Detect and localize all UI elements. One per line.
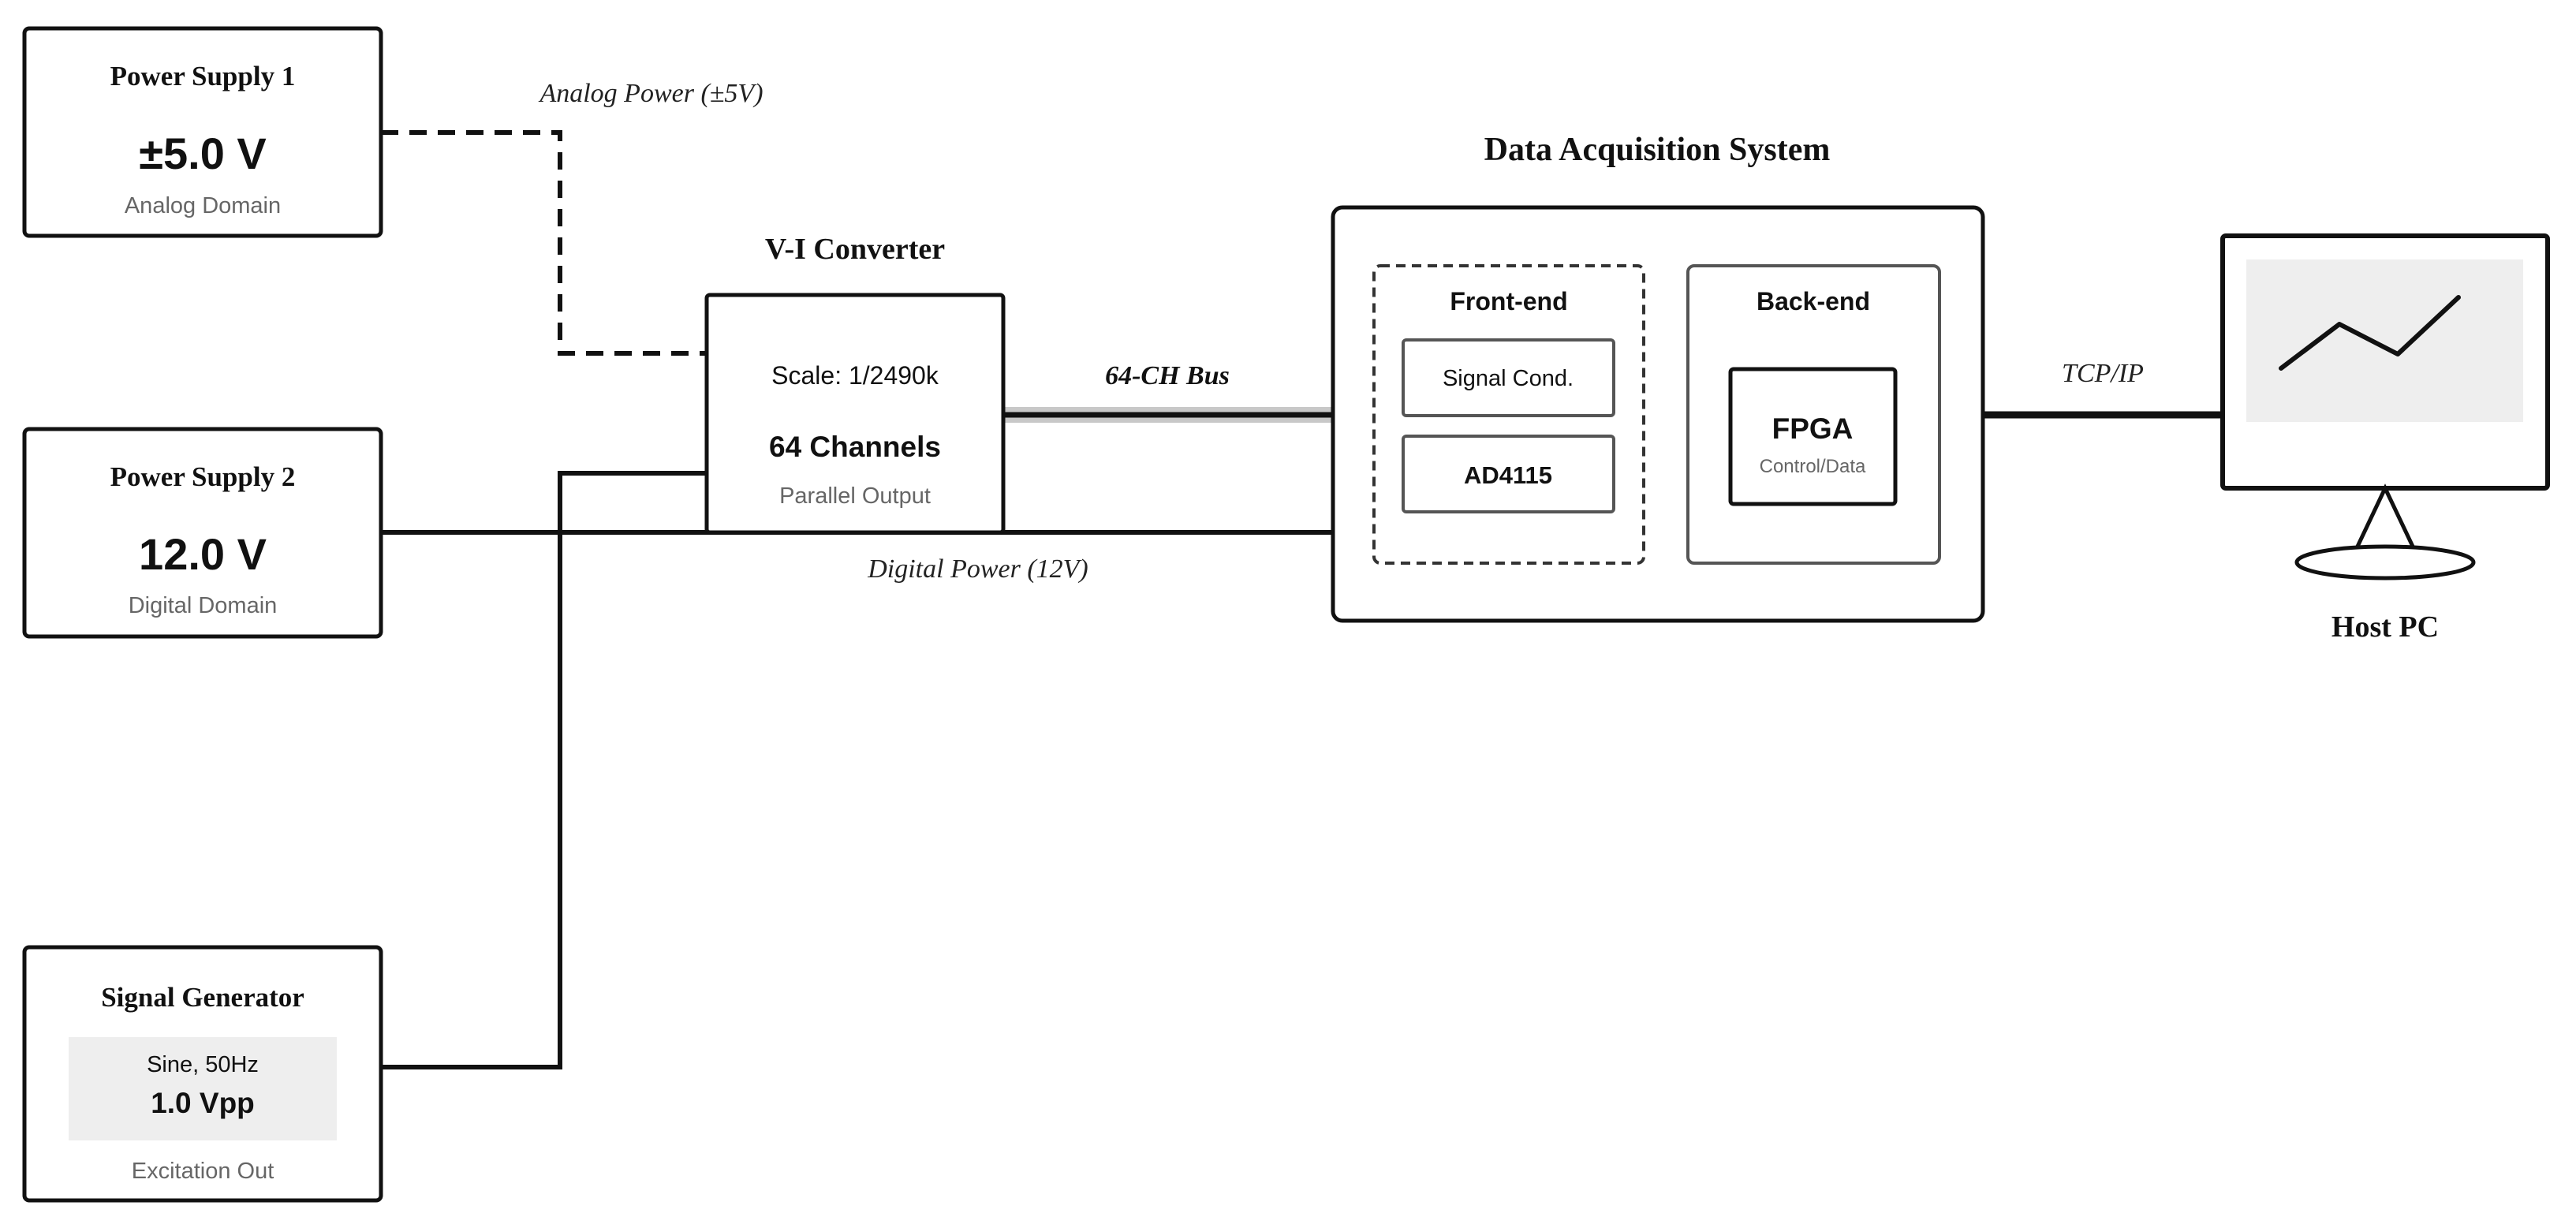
fpga-box xyxy=(1728,367,1898,506)
host-pc: Host PC xyxy=(2220,233,2550,644)
frontend: Front-end Signal Cond. AD4115 xyxy=(1372,264,1645,565)
vi-converter-scale: Scale: 1/2490k xyxy=(771,361,939,390)
backend: Back-end FPGA Control/Data xyxy=(1686,264,1941,565)
monitor-stand xyxy=(2353,483,2417,552)
signal-generator-amplitude: 1.0 Vpp xyxy=(151,1087,255,1119)
fpga-sublabel: Control/Data xyxy=(1760,456,1866,477)
signal-cond-box xyxy=(1402,338,1615,417)
analog-power-label: Analog Power (±5V) xyxy=(538,79,763,108)
adc-box xyxy=(1402,435,1615,513)
frontend-title: Front-end xyxy=(1450,287,1567,315)
monitor-screen xyxy=(2246,259,2523,422)
power-supply-1-box xyxy=(22,26,383,238)
vi-converter-output: Parallel Output xyxy=(779,483,931,509)
excitation-wire xyxy=(381,471,707,1069)
power-supply-2: Power Supply 2 12.0 V Digital Domain xyxy=(22,427,383,639)
backend-title: Back-end xyxy=(1757,287,1870,315)
power-supply-1-value: ±5.0 V xyxy=(139,129,267,178)
monitor-base xyxy=(2294,544,2476,580)
fpga-label: FPGA xyxy=(1772,412,1854,445)
signal-generator-title: Signal Generator xyxy=(101,982,304,1013)
tcp-label: TCP/IP xyxy=(2062,359,2144,388)
signal-generator-output: Excitation Out xyxy=(132,1159,274,1184)
power-supply-2-domain: Digital Domain xyxy=(129,593,278,618)
line-chart-icon xyxy=(2279,295,2461,371)
signal-cond-label: Signal Cond. xyxy=(1443,366,1574,391)
signal-generator-waveform: Sine, 50Hz xyxy=(147,1052,259,1077)
monitor-icon xyxy=(2220,233,2550,580)
analog-power-wire xyxy=(381,130,707,356)
daq-title: Data Acquisition System xyxy=(1484,132,1831,168)
data-acquisition-system: Data Acquisition System Front-end Signal… xyxy=(1331,132,1985,623)
vi-converter-channels: 64 Channels xyxy=(769,431,941,463)
power-supply-1-title: Power Supply 1 xyxy=(110,61,296,91)
power-supply-1-domain: Analog Domain xyxy=(125,193,281,218)
vi-converter-title: V-I Converter xyxy=(765,233,945,266)
power-supply-2-title: Power Supply 2 xyxy=(110,461,296,492)
vi-converter: V-I Converter Scale: 1/2490k 64 Channels… xyxy=(704,233,1006,535)
host-pc-title: Host PC xyxy=(2331,610,2439,644)
signal-generator: Signal Generator Sine, 50Hz 1.0 Vpp Exci… xyxy=(22,945,383,1203)
digital-power-label: Digital Power (12V) xyxy=(867,554,1088,584)
power-supply-1: Power Supply 1 ±5.0 V Analog Domain xyxy=(22,26,383,238)
bus-label: 64-CH Bus xyxy=(1105,361,1230,390)
power-supply-2-value: 12.0 V xyxy=(139,529,267,579)
power-supply-2-box xyxy=(22,427,383,639)
vi-converter-box xyxy=(704,293,1006,535)
signal-generator-readout-panel xyxy=(69,1037,337,1140)
adc-label: AD4115 xyxy=(1464,461,1552,489)
